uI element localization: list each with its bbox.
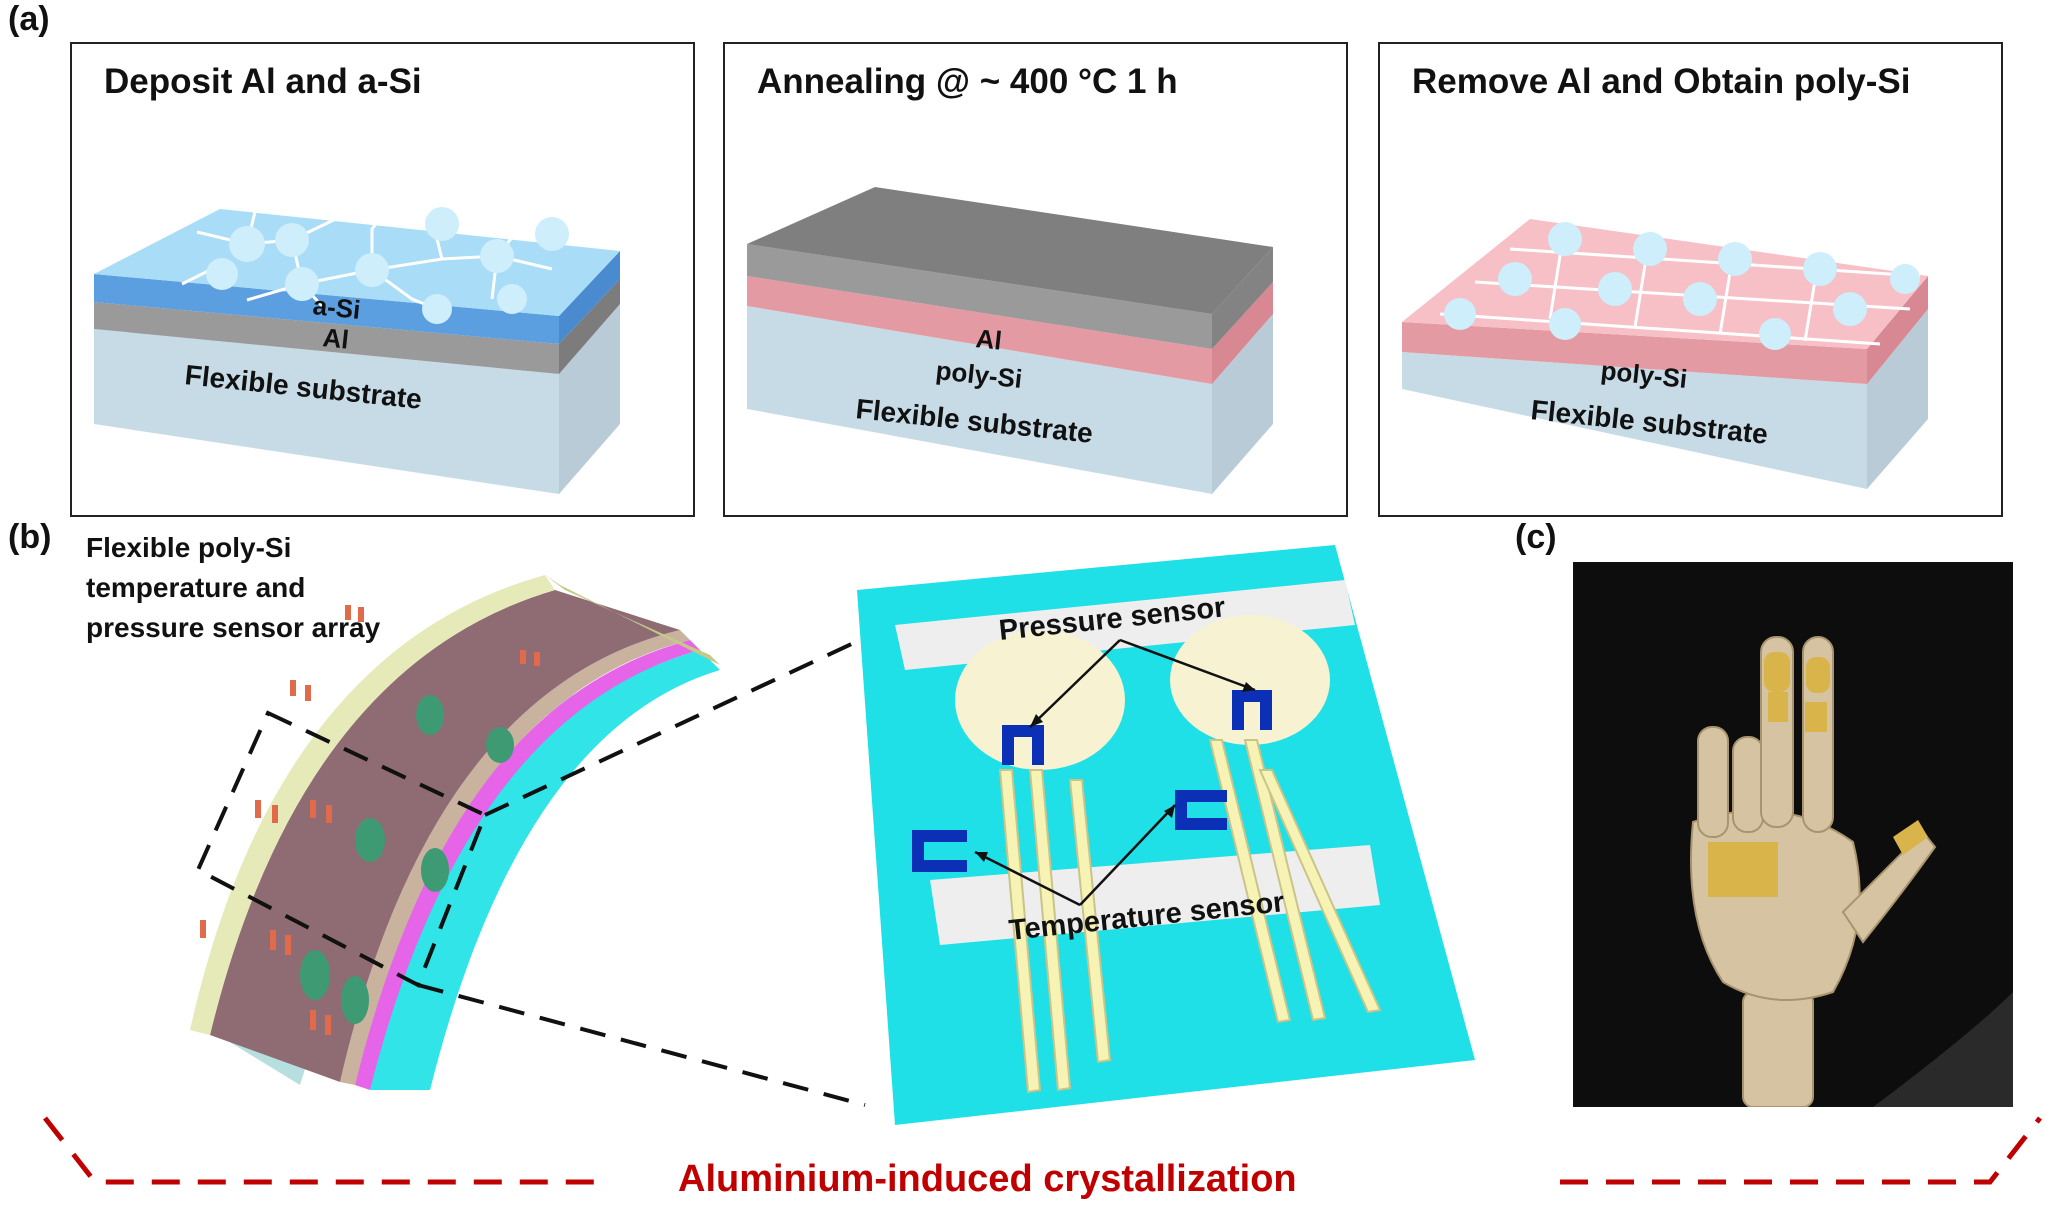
panel-c-label: (c) — [1515, 518, 1557, 556]
layer-stack-diagram-1: a-Si Al Flexible substrate — [94, 191, 620, 494]
step-annealing-box: Al poly-Si Flexible substrate Annealing … — [723, 42, 1348, 517]
layer-label-al: Al — [321, 322, 350, 355]
caption-line-2: temperature and — [86, 572, 306, 603]
step-title-annealing: Annealing @ ~ 400 °C 1 h — [757, 62, 1178, 101]
step-remove-box: poly-Si Flexible substrate Remove Al and… — [1378, 42, 2003, 517]
zoom-dashed-lines — [195, 638, 866, 1107]
layer-stack-diagram-3: poly-Si Flexible substrate — [1402, 219, 1928, 489]
footer-title: Aluminium-induced crystallization — [678, 1158, 1297, 1200]
caption-line-3: pressure sensor array — [86, 612, 381, 643]
step-title-remove: Remove Al and Obtain poly-Si — [1412, 62, 1911, 101]
curved-sensor-array — [190, 575, 720, 1090]
layer-label-al: Al — [974, 323, 1003, 356]
layer-label-a-si: a-Si — [311, 290, 362, 325]
robotic-hand-photo — [1573, 562, 2013, 1107]
sensor-array-caption: Flexible poly-Si temperature and pressur… — [86, 528, 380, 648]
layer-stack-diagram-2: Al poly-Si Flexible substrate — [747, 187, 1273, 494]
zoomed-sensor-panel: Pressure sensor Temperature sensor — [857, 545, 1475, 1125]
panel-a-label: (a) — [8, 0, 50, 38]
step-title-deposit: Deposit Al and a-Si — [104, 62, 422, 101]
panel-b-label: (b) — [8, 518, 52, 556]
step-deposit-box: a-Si Al Flexible substrate Deposit Al an… — [70, 42, 695, 517]
footer-bracket — [43, 1116, 2042, 1185]
caption-line-1: Flexible poly-Si — [86, 532, 292, 563]
